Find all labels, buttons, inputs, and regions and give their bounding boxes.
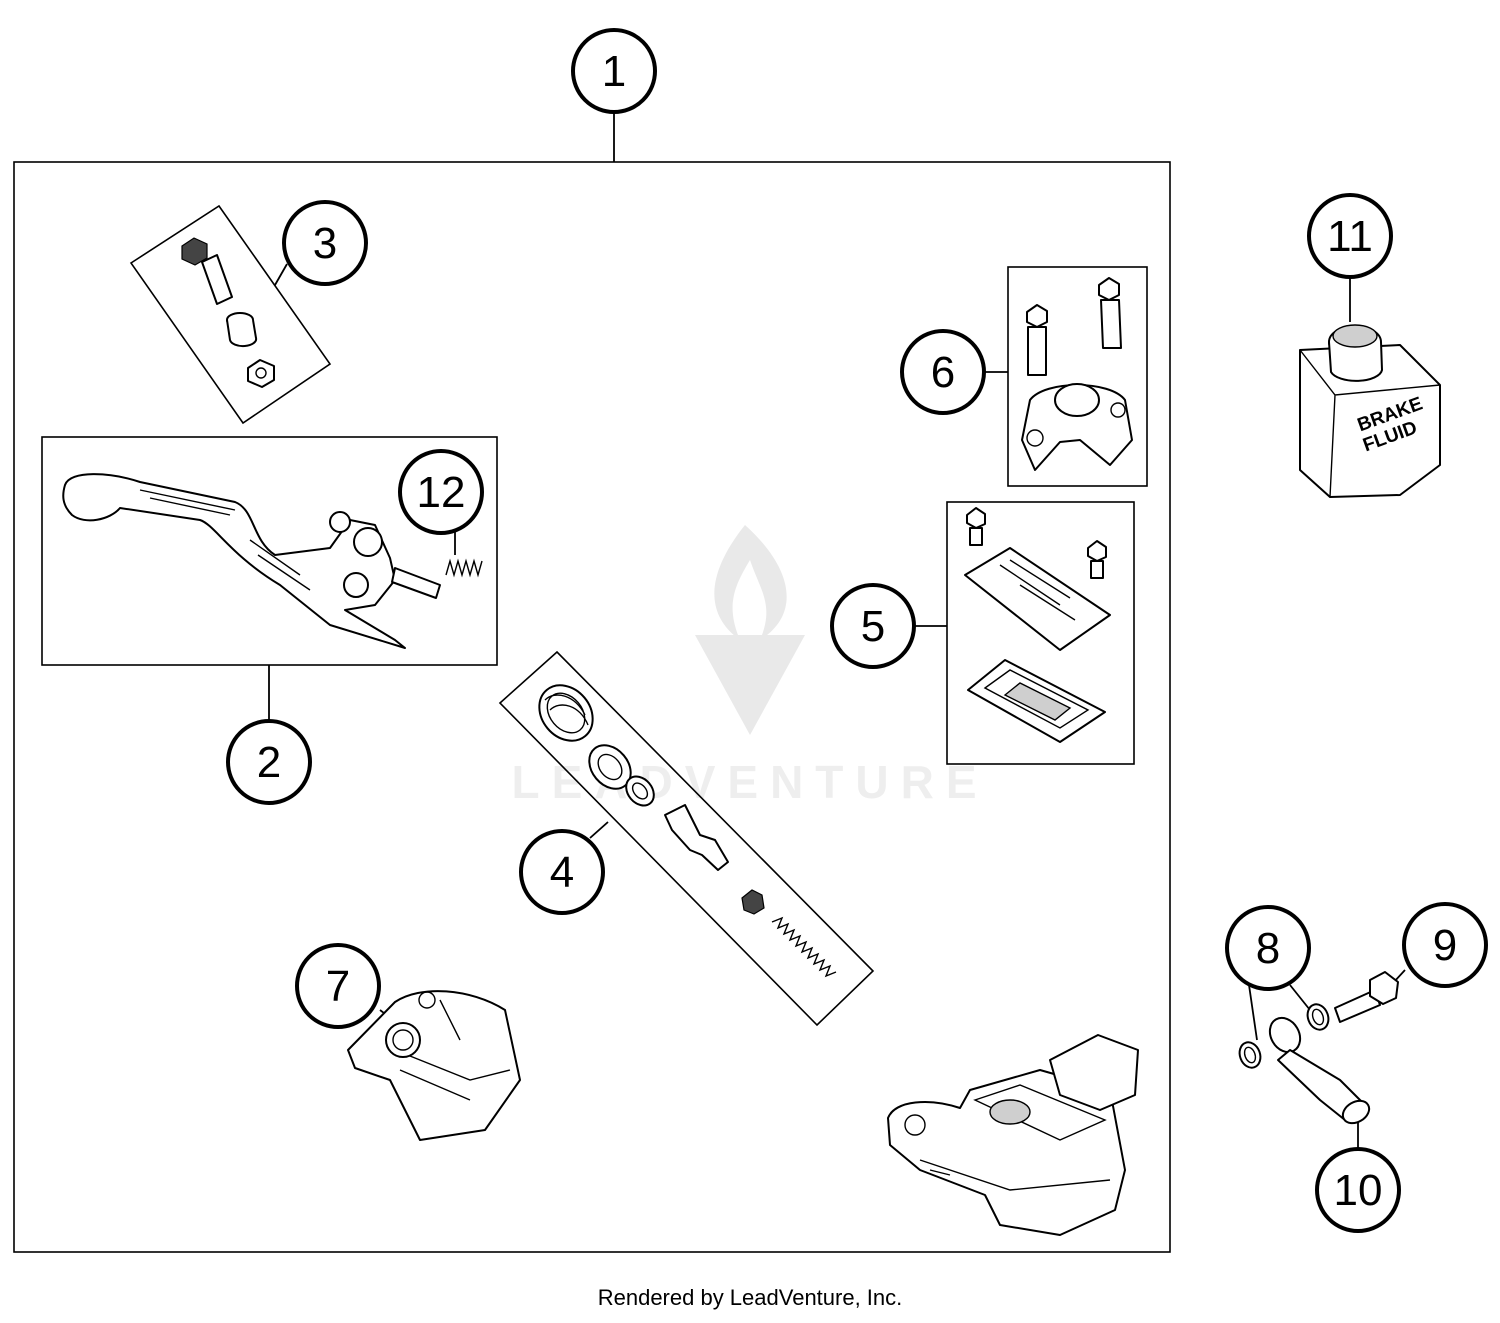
banjo-fitting-part (1268, 1016, 1371, 1125)
callout-11: 11 (1307, 193, 1393, 279)
svg-text:2: 2 (257, 738, 281, 787)
svg-text:5: 5 (861, 602, 885, 651)
brake-lever-part (62, 473, 483, 649)
svg-text:11: 11 (1327, 212, 1373, 261)
clamp-kit-frame (1007, 266, 1148, 487)
watermark-text: LEADVENTURE (511, 756, 988, 808)
watermark: LEADVENTURE (511, 525, 988, 808)
spring-part-12 (445, 558, 483, 578)
callout-5: 5 (830, 583, 916, 669)
kit-frame (13, 161, 1171, 1253)
callout-6: 6 (900, 329, 986, 415)
callout-12: 12 (398, 449, 484, 535)
svg-text:3: 3 (313, 219, 337, 268)
svg-text:8: 8 (1256, 924, 1280, 973)
reservoir-cover-part (964, 507, 1111, 743)
svg-text:6: 6 (931, 348, 955, 397)
master-cylinder-housing (887, 1034, 1139, 1236)
cover-kit-frame (946, 501, 1135, 765)
callout-7: 7 (295, 943, 381, 1029)
callout-1: 1 (571, 28, 657, 114)
seal-ring-part (1238, 1003, 1330, 1069)
callout-2: 2 (226, 719, 312, 805)
piston-kit-frame (498, 650, 875, 1027)
callout-3: 3 (282, 200, 368, 286)
footer-credit: Rendered by LeadVenture, Inc. (597, 1285, 903, 1310)
bolt-kit-frame (129, 204, 332, 425)
handlebar-clamp-part (1021, 277, 1133, 471)
banjo-bolt-part (1334, 971, 1399, 1023)
svg-text:1: 1 (602, 47, 626, 96)
svg-text:10: 10 (1334, 1166, 1383, 1215)
callout-9: 9 (1402, 902, 1488, 988)
svg-text:12: 12 (417, 468, 466, 517)
callout-8: 8 (1225, 905, 1311, 991)
svg-text:9: 9 (1433, 921, 1457, 970)
svg-text:4: 4 (550, 848, 574, 897)
piston-kit-part (538, 684, 837, 978)
brake-fluid-bottle-part: BRAKE FLUID (1299, 324, 1441, 498)
callout-10: 10 (1315, 1147, 1401, 1233)
bolt-bushing-nut-part (181, 237, 275, 388)
svg-text:7: 7 (326, 962, 350, 1011)
master-cylinder-cover-part (347, 990, 521, 1141)
callout-4: 4 (519, 829, 605, 915)
